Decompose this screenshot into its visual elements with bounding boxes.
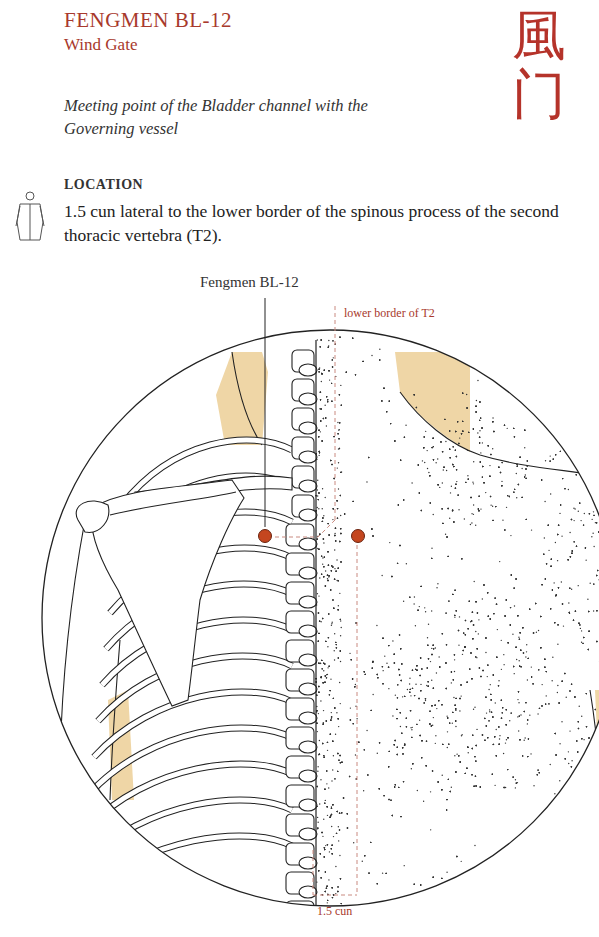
leader-line xyxy=(265,298,266,527)
location-text: 1.5 cun lateral to the lower border of t… xyxy=(64,200,576,247)
note: Meeting point of the Bladder channel wit… xyxy=(64,94,429,140)
skeleton xyxy=(60,350,317,927)
midline xyxy=(315,340,316,910)
acupoint-dot xyxy=(352,530,365,543)
shoulder-ground xyxy=(216,352,268,445)
section-heading: LOCATION xyxy=(64,177,143,193)
torso-icon xyxy=(16,192,44,240)
acupoint-dot xyxy=(259,530,272,543)
view-circle xyxy=(42,330,599,906)
chinese-name: 風门 xyxy=(512,6,566,125)
title: FENGMEN BL-12 xyxy=(64,8,232,33)
shoulder-ground xyxy=(395,352,470,452)
point-label: Fengmen BL-12 xyxy=(200,274,299,291)
body-outline xyxy=(400,392,599,800)
guide-lines xyxy=(275,306,357,895)
stipple xyxy=(315,336,599,904)
subtitle: Wind Gate xyxy=(64,35,137,55)
dimension: 1.5 cun xyxy=(317,904,352,919)
arm-ground xyxy=(595,690,599,800)
guide-label: lower border of T2 xyxy=(344,306,435,321)
